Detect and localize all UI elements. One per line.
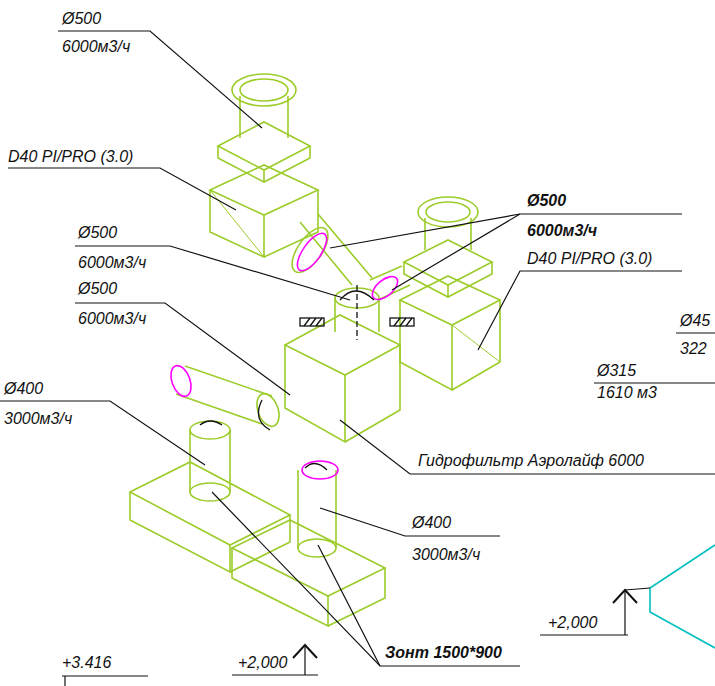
dimension-label: Ø500 [78,280,117,298]
dimension-label: 6000м3/ч [78,254,146,272]
dimension-label: 6000м3/ч [62,38,130,56]
dimension-label: +2,000 [238,654,287,672]
dimension-label: Ø500 [78,224,117,242]
equipment-drawing [130,74,500,626]
dimension-label: Ø500 [527,192,566,210]
dimension-label: Ø400 [412,514,451,532]
dimension-label: +3.416 [62,654,111,672]
connection-marks [167,229,402,479]
dimension-label: 3000м3/ч [4,410,72,428]
duct-details [200,285,414,470]
dimension-label: Ø315 [597,362,636,380]
dimension-label: 3000м3/ч [412,546,480,564]
dimension-label: 322 [680,340,707,358]
dimension-label: +2,000 [548,614,597,632]
dimension-label: D40 PI/PRO (3.0) [8,148,133,166]
dimension-label: 6000м3/ч [527,222,597,240]
adjacent-drawing [650,545,715,648]
dimension-label: Зонт 1500*900 [385,644,502,662]
dimension-label: 1610 м3 [597,384,657,402]
leader-lines [0,31,715,686]
dimension-label: 6000м3/ч [78,310,146,328]
dimension-label: Ø400 [4,380,43,398]
dimension-label: D40 PI/PRO (3.0) [527,250,652,268]
dimension-label: Ø500 [62,10,101,28]
dimension-label: Ø45 [680,312,710,330]
dimension-label: Гидрофильтр Аэролайф 6000 [418,452,644,470]
